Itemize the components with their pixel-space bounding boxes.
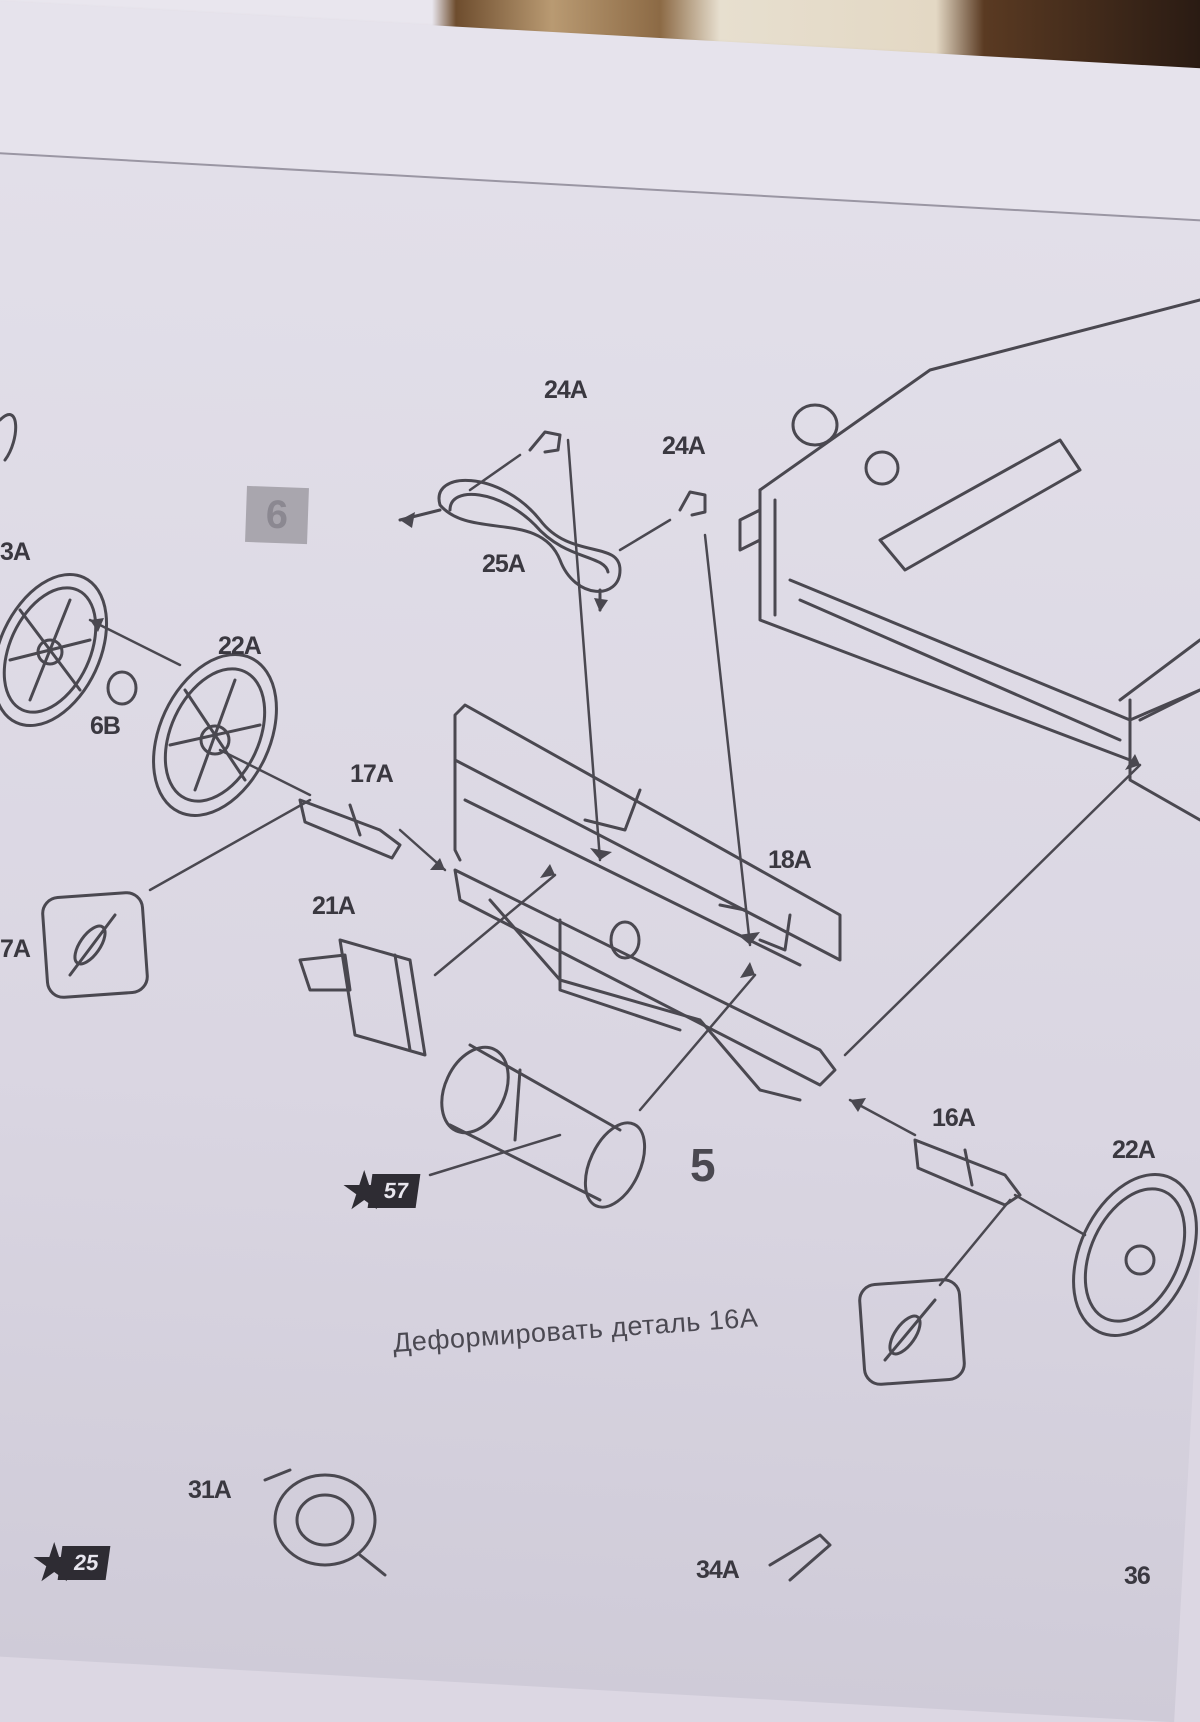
- part-21a: [298, 938, 427, 1057]
- step-number-box: 6: [245, 485, 309, 545]
- label-16a: 16A: [932, 1104, 976, 1132]
- label-18a: 18A: [768, 846, 812, 874]
- label-25a: 25A: [482, 550, 526, 578]
- sub-step-number: 5: [690, 1139, 716, 1191]
- reference-57: ★ 57: [340, 1164, 422, 1218]
- label-6b: 6B: [90, 712, 121, 740]
- reference-57-number: 57: [368, 1174, 422, 1208]
- frame-18a: [453, 703, 842, 1102]
- cable-25a: [398, 478, 622, 612]
- label-24a-right: 24A: [662, 432, 706, 460]
- deform-tool-icon-left: [41, 891, 149, 999]
- label-3a: 3A: [0, 538, 31, 566]
- label-22a-left: 22A: [218, 632, 262, 660]
- reference-25-number: 25: [58, 1546, 112, 1580]
- cylinder-part: [440, 1043, 647, 1209]
- hull-section: [738, 298, 1200, 822]
- part-34a: [768, 1533, 832, 1582]
- reference-25: ★ 25: [30, 1536, 112, 1590]
- deform-tool-icon-right: [858, 1278, 966, 1386]
- wheel-3a: [0, 572, 109, 728]
- assembly-diagram: [0, 298, 1200, 1582]
- label-36: 36: [1124, 1562, 1151, 1590]
- left-edge-part: [0, 413, 18, 462]
- label-7a: 7A: [0, 935, 31, 963]
- label-22a-right: 22A: [1112, 1136, 1156, 1164]
- label-24a-left: 24A: [544, 376, 588, 404]
- wheel-22a-left: [152, 653, 278, 817]
- part-31a: [263, 1468, 387, 1577]
- axle-16a: [913, 1138, 1022, 1207]
- step-number: 6: [265, 492, 289, 537]
- part-6b: [106, 670, 138, 706]
- label-17a: 17A: [350, 760, 394, 788]
- label-34a: 34A: [696, 1556, 740, 1584]
- wheel-22a-right: [1072, 1173, 1198, 1337]
- label-21a: 21A: [312, 892, 356, 920]
- axle-17a: [298, 798, 402, 860]
- label-31a: 31A: [188, 1476, 232, 1504]
- bracket-24a-right: [678, 490, 707, 517]
- bracket-24a-left: [528, 430, 562, 454]
